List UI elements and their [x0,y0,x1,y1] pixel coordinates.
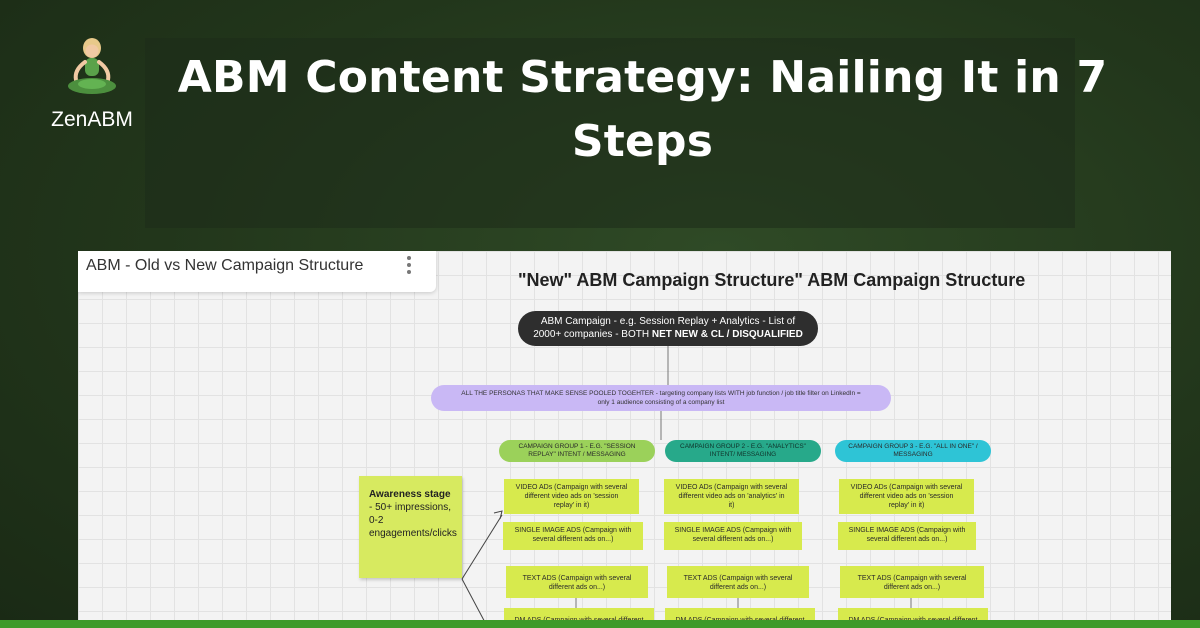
sticky-heading: Awareness stage [369,489,451,500]
page-title: ABM Content Strategy: Nailing It in 7 St… [177,52,1108,167]
note-line: VIDEO ADs (Campaign with several [515,484,628,491]
group-2-line-2: INTENT/ MESSAGING [709,451,777,458]
board-header: ABM - Old vs New Campaign Structure [78,251,436,292]
campaign-group-2: CAMPAIGN GROUP 2 - E.G. "ANALYTICS" INTE… [665,440,821,462]
campaign-line-2: 2000+ companies - BOTH NET NEW & CL / DI… [533,329,803,340]
note-line: different video ads on 'session [859,493,954,500]
awareness-sticky-note: Awareness stage - 50+ impressions, 0-2 e… [359,476,462,578]
group-1-line-1: CAMPAIGN GROUP 1 - E.G. "SESSION [518,443,636,450]
group-1-line-2: REPLAY" INTENT / MESSAGING [528,451,626,458]
single-image-ads-note-2: SINGLE IMAGE ADS (Campaign with several … [664,522,802,550]
video-ads-note-2: VIDEO ADs (Campaign with several differe… [664,479,799,514]
note-line: it) [728,502,735,509]
note-line: different ads on...) [883,584,941,591]
note-line: several different ads on...) [866,536,948,543]
note-line: different ads on...) [548,584,606,591]
video-ads-note-3: VIDEO ADs (Campaign with several differe… [839,479,974,514]
text-ads-note-2: TEXT ADS (Campaign with several differen… [667,566,809,598]
note-line: VIDEO ADs (Campaign with several [675,484,788,491]
note-line: SINGLE IMAGE ADS (Campaign with [514,527,632,534]
note-line: replay' in it) [888,502,925,509]
campaign-line-1: ABM Campaign - e.g. Session Replay + Ana… [540,316,796,327]
logo-text: ZenABM [51,108,133,131]
note-line: several different ads on...) [532,536,614,543]
note-line: SINGLE IMAGE ADS (Campaign with [674,527,792,534]
bottom-accent-bar [0,620,1200,628]
note-line: TEXT ADS (Campaign with several [522,575,632,582]
personas-node: ALL THE PERSONAS THAT MAKE SENSE POOLED … [431,385,891,411]
group-2-line-1: CAMPAIGN GROUP 2 - E.G. "ANALYTICS" [680,443,806,450]
whiteboard-screenshot: ABM - Old vs New Campaign Structure "New… [78,251,1171,628]
text-ads-note-1: TEXT ADS (Campaign with several differen… [506,566,648,598]
abm-campaign-node: ABM Campaign - e.g. Session Replay + Ana… [518,311,818,346]
note-line: several different ads on...) [692,536,774,543]
more-options-icon[interactable] [404,253,414,279]
note-line: SINGLE IMAGE ADS (Campaign with [848,527,966,534]
campaign-group-1: CAMPAIGN GROUP 1 - E.G. "SESSION REPLAY"… [499,440,655,462]
note-line: replay' in it) [553,502,590,509]
board-title: ABM - Old vs New Campaign Structure [86,257,364,274]
single-image-ads-note-3: SINGLE IMAGE ADS (Campaign with several … [838,522,976,550]
connector-lines [461,346,912,628]
diagram-title: "New" ABM Campaign Structure" ABM Campai… [518,270,1026,290]
group-3-line-1: CAMPAIGN GROUP 3 - E.G. "ALL IN ONE" / [848,443,978,450]
single-image-ads-note-1: SINGLE IMAGE ADS (Campaign with several … [503,522,643,550]
note-line: VIDEO ADs (Campaign with several [850,484,963,491]
text-ads-note-3: TEXT ADS (Campaign with several differen… [840,566,984,598]
title-panel [145,38,1075,228]
persona-line-1: ALL THE PERSONAS THAT MAKE SENSE POOLED … [461,390,861,397]
note-line: different video ads on 'analytics' in [678,493,785,500]
group-3-line-2: MESSAGING [893,451,933,458]
video-ads-note-1: VIDEO ADs (Campaign with several differe… [504,479,639,514]
zenabm-logo: ZenABM [42,36,142,136]
note-line: TEXT ADS (Campaign with several [683,575,793,582]
meditating-figure-icon [68,38,116,94]
persona-line-2: only 1 audience consisting of a company … [597,399,725,406]
sticky-body: - 50+ impressions, 0-2 engagements/click… [369,502,457,539]
note-line: different ads on...) [709,584,767,591]
note-line: TEXT ADS (Campaign with several [857,575,967,582]
campaign-group-3: CAMPAIGN GROUP 3 - E.G. "ALL IN ONE" / M… [835,440,991,462]
note-line: different video ads on 'session [524,493,619,500]
